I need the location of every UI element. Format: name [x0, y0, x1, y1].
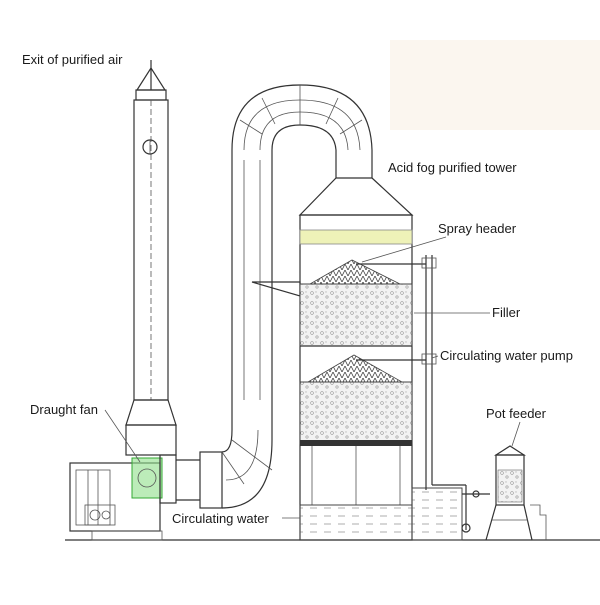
- duct-bracket: [251, 281, 301, 297]
- label-draught-fan: Draught fan: [30, 402, 98, 417]
- water-sump: [299, 504, 413, 541]
- mist-eliminator-band: [299, 229, 413, 245]
- side-tank: [411, 487, 463, 541]
- label-filler: Filler: [492, 305, 521, 320]
- label-spray-header: Spray header: [438, 221, 517, 236]
- fan-highlight: [131, 457, 163, 499]
- lower-filler-bed: [299, 381, 413, 445]
- background-corner: [390, 40, 600, 130]
- pot-feeder: [485, 445, 547, 541]
- label-acid-fog-tower: Acid fog purified tower: [388, 160, 517, 175]
- label-circulating-water: Circulating water: [172, 511, 269, 526]
- exhaust-stack: [125, 60, 177, 456]
- purification-tower: [298, 177, 463, 541]
- lower-spray-cone: [306, 354, 404, 383]
- circulation-piping: [356, 255, 490, 533]
- label-exit-purified-air: Exit of purified air: [22, 52, 123, 67]
- label-pot-feeder: Pot feeder: [486, 406, 546, 421]
- draught-fan-unit: [69, 454, 200, 541]
- air-duct: [199, 84, 373, 509]
- label-circulating-water-pump: Circulating water pump: [440, 348, 573, 363]
- leader-lines: [104, 236, 521, 519]
- support-grid: [300, 440, 412, 446]
- upper-filler-bed: [299, 283, 413, 347]
